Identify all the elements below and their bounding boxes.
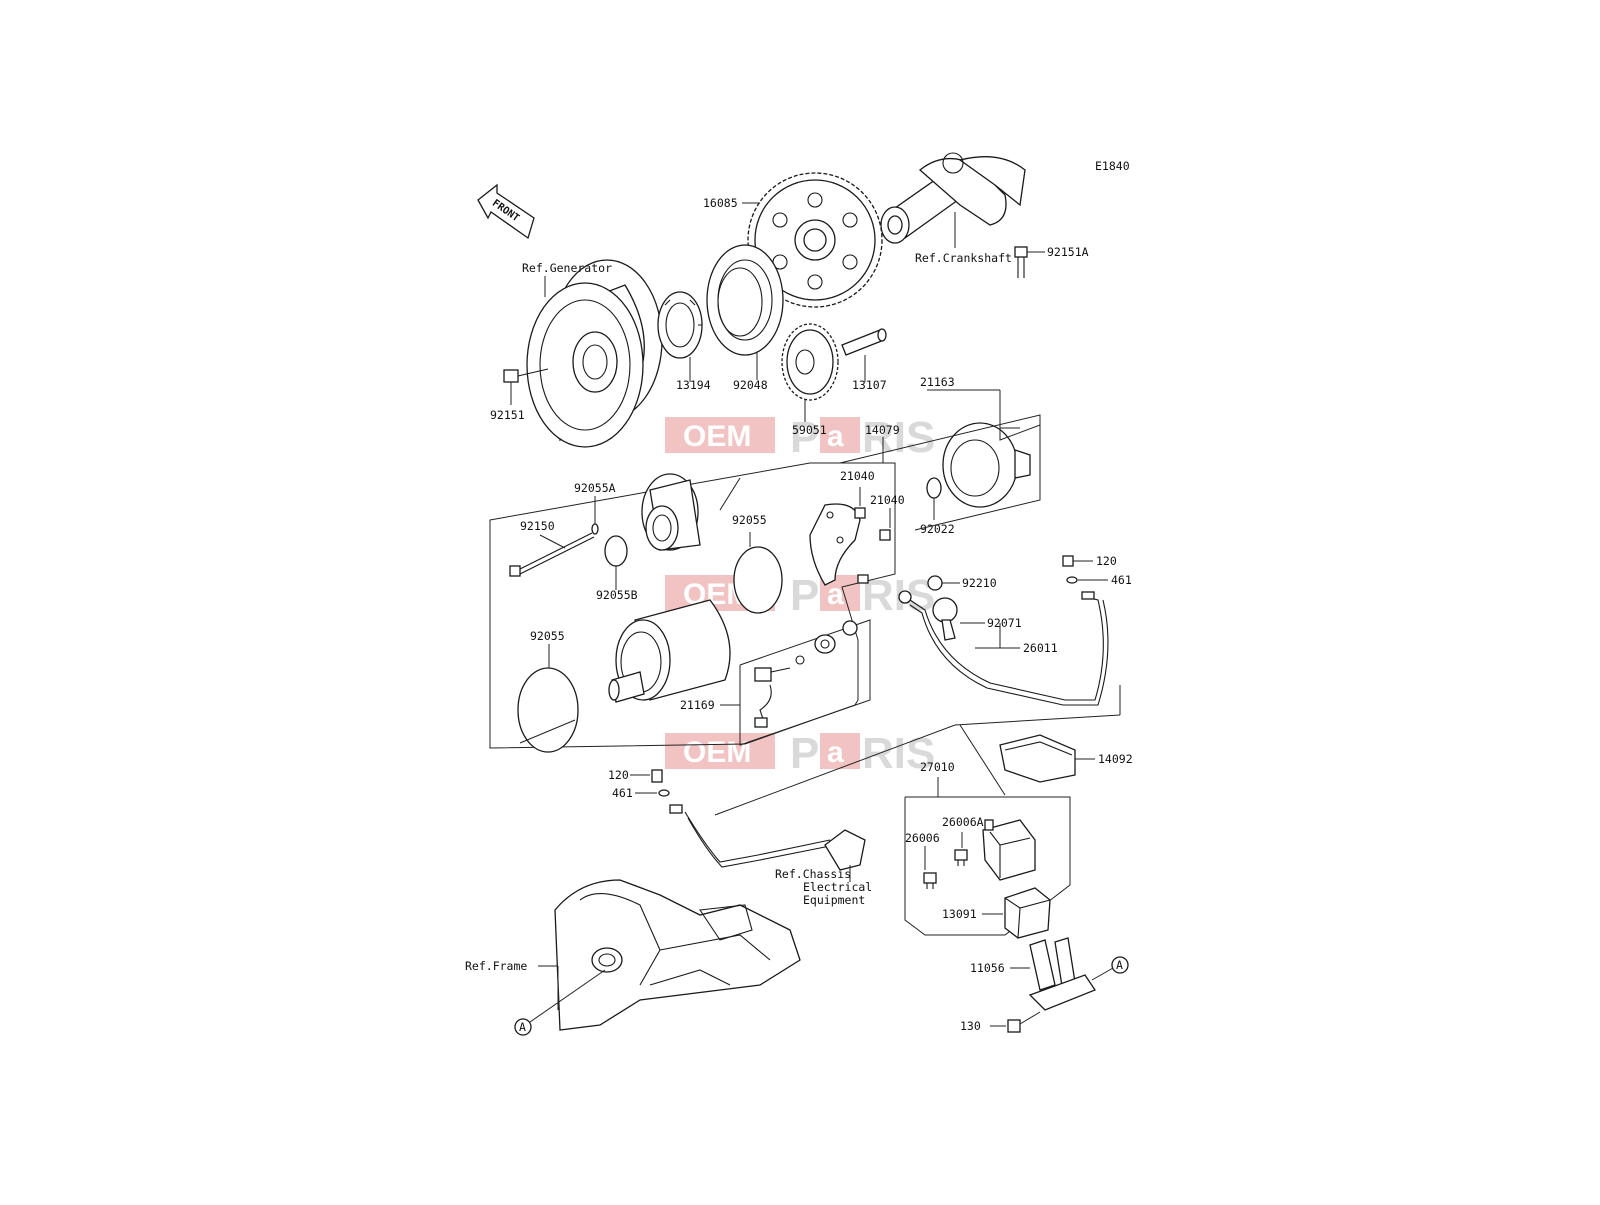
terminal-cap-92071-part: [932, 597, 958, 641]
label-16085: 16085: [703, 196, 738, 210]
label-461-b: 461: [612, 786, 633, 800]
svg-text:P: P: [790, 729, 819, 778]
reference-a-right-icon: [1111, 956, 1129, 974]
crankshaft-part: [880, 152, 1026, 244]
starter-end-cover-part: [641, 473, 701, 551]
bolt-130-part: [1007, 1019, 1021, 1033]
label-ref-chassis-1: Ref.Chassis: [775, 867, 851, 881]
starter-motor-body-part: [608, 599, 731, 703]
label-14092: 14092: [1098, 752, 1133, 766]
relay-assembly-line: [714, 714, 1121, 816]
brush-21040-a-part: [854, 507, 866, 519]
cover-assembly-frame: [839, 414, 1041, 531]
terminal-kit-21169-part: [754, 620, 858, 728]
bolt-92151-part: [503, 368, 549, 383]
starter-cable-26011-part: [898, 590, 1109, 706]
label-130: 130: [960, 1019, 981, 1033]
label-21169: 21169: [680, 698, 715, 712]
reference-a-left-icon: [514, 1018, 532, 1036]
label-ref-chassis-2: Electrical: [803, 880, 872, 894]
label-92055A: 92055A: [574, 481, 616, 495]
starter-clutch-gear-part: [747, 172, 883, 308]
label-26006: 26006: [905, 831, 940, 845]
label-13091: 13091: [942, 907, 977, 921]
label-92210: 92210: [962, 576, 997, 590]
label-13194: 13194: [676, 378, 711, 392]
starter-motor-assembly-frame: [489, 462, 896, 749]
label-92055-b: 92055: [530, 629, 565, 643]
label-11056: 11056: [970, 961, 1005, 975]
washer-461-a-part: [1066, 576, 1078, 584]
label-120-b: 120: [608, 768, 629, 782]
bolt-120-a-part: [1062, 555, 1074, 567]
relay-case-13091-part: [1004, 887, 1051, 939]
label-92022: 92022: [920, 522, 955, 536]
label-ref-chassis-3: Equipment: [803, 893, 865, 907]
label-21040-a: 21040: [840, 469, 875, 483]
watermark-bottom: OEM P a RIS: [665, 729, 935, 778]
brush-21040-b-part: [879, 529, 891, 541]
idle-gear-59051-part: [781, 323, 839, 401]
starter-cover-21163-part: [942, 422, 1031, 508]
washer-461-b-part: [658, 789, 670, 797]
label-26011: 26011: [1023, 641, 1058, 655]
label-circle-a-right: A: [1116, 958, 1123, 972]
svg-text:RIS: RIS: [862, 413, 935, 462]
starter-relay-27010-part: [982, 819, 1036, 881]
bracket-11056-part: [1028, 937, 1096, 1011]
plate-92048-part: [706, 244, 784, 356]
svg-text:OEM: OEM: [683, 420, 751, 453]
label-92071: 92071: [987, 616, 1022, 630]
label-59051: 59051: [792, 423, 827, 437]
relay-cover-14092-part: [999, 734, 1076, 783]
label-461-a: 461: [1111, 573, 1132, 587]
label-ref-crankshaft: Ref.Crankshaft: [915, 251, 1012, 265]
label-92151A: 92151A: [1047, 245, 1089, 259]
label-21163: 21163: [920, 375, 955, 389]
label-92048: 92048: [733, 378, 768, 392]
label-92055-a: 92055: [732, 513, 767, 527]
label-92055B: 92055B: [596, 588, 638, 602]
svg-text:a: a: [827, 736, 844, 769]
o-ring-92055B-part: [604, 535, 628, 567]
one-way-clutch-part: [657, 291, 703, 359]
svg-text:a: a: [827, 420, 844, 453]
label-92151: 92151: [490, 408, 525, 422]
relay-assembly-frame: [904, 796, 1071, 936]
label-14079: 14079: [865, 423, 900, 437]
label-120-a: 120: [1096, 554, 1117, 568]
through-bolt-92150-part: [509, 532, 595, 577]
label-ref-generator: Ref.Generator: [522, 261, 612, 275]
label-92150: 92150: [520, 519, 555, 533]
diagram-code: E1840: [1095, 159, 1130, 173]
brush-holder-plate-part: [809, 503, 869, 586]
o-ring-92022-part: [926, 477, 942, 499]
label-27010: 27010: [920, 760, 955, 774]
svg-text:P: P: [790, 571, 819, 620]
label-26006A: 26006A: [942, 815, 984, 829]
nut-92210-part: [927, 575, 943, 591]
label-ref-frame: Ref.Frame: [465, 959, 527, 973]
fuse-26006-part: [923, 872, 937, 889]
label-21040-b: 21040: [870, 493, 905, 507]
fuse-26006A-part: [954, 849, 968, 866]
frame-part: [554, 879, 801, 1031]
svg-text:a: a: [827, 578, 844, 611]
bolt-92151A-part: [1014, 246, 1028, 278]
label-circle-a-left: A: [519, 1020, 526, 1034]
bolt-120-b-part: [651, 769, 663, 783]
svg-text:OEM: OEM: [683, 736, 751, 769]
ground-lead-part: [669, 804, 866, 871]
watermark-top: OEM P a RIS: [665, 413, 935, 462]
o-ring-92055-a-part: [733, 546, 783, 614]
o-ring-92055-b-part: [517, 667, 579, 753]
generator-rotor-part: [526, 259, 663, 448]
label-13107: 13107: [852, 378, 887, 392]
front-arrow-icon: FRONT: [477, 183, 535, 240]
o-ring-92055A-part: [591, 523, 599, 535]
shaft-13107-part: [841, 328, 887, 356]
